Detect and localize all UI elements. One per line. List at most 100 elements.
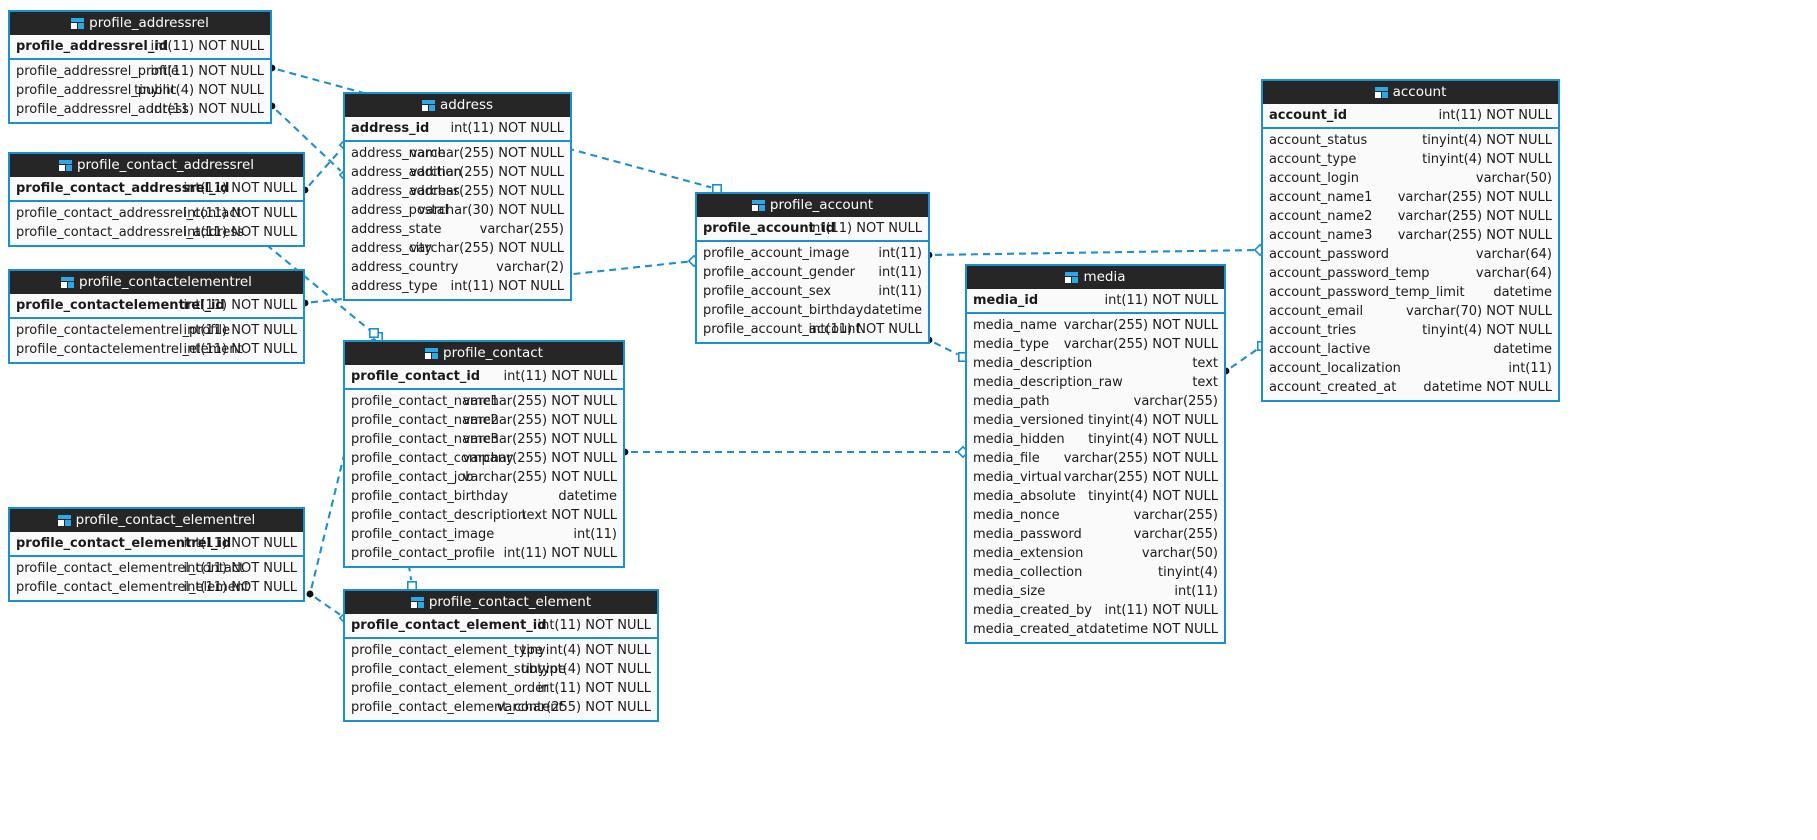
field-type: tinyint(4) NOT NULL <box>1088 489 1218 504</box>
table-header-media: media <box>967 266 1224 289</box>
table-profile_contact_elementrel[interactable]: profile_contact_elementrel profile_contac… <box>8 507 305 602</box>
field-name: profile_contactelementrel_id <box>16 298 225 313</box>
field-type: int(11) NOT NULL <box>450 279 564 294</box>
field-type: int(11) NOT NULL <box>503 369 617 384</box>
field-name: profile_addressrel_profile <box>16 64 179 79</box>
field-name: account_tries <box>1269 323 1357 338</box>
field-type: varchar(255) <box>1133 527 1218 542</box>
field-name: media_versioned <box>973 413 1084 428</box>
field-name: media_type <box>973 337 1050 352</box>
field-type: text NOT NULL <box>521 508 617 523</box>
table-title: profile_contact_elementrel <box>75 512 256 528</box>
field-name: account_email <box>1269 304 1364 319</box>
field-type: int(11) NOT NULL <box>1104 603 1218 618</box>
